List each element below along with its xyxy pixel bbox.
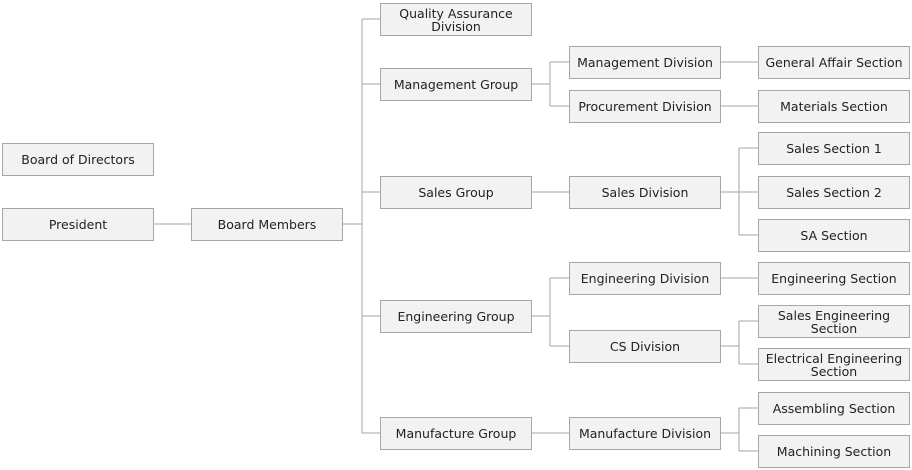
node-sales-section-2: Sales Section 2: [758, 176, 910, 209]
node-electrical-engineering-section: Electrical Engineering Section: [758, 348, 910, 381]
node-label: Management Group: [393, 77, 519, 92]
node-label: Management Division: [577, 55, 713, 70]
node-label: Procurement Division: [578, 99, 712, 114]
node-engineering-group: Engineering Group: [380, 300, 532, 333]
node-manufacture-division: Manufacture Division: [569, 417, 721, 450]
node-engineering-division: Engineering Division: [569, 262, 721, 295]
node-management-division: Management Division: [569, 46, 721, 79]
node-label: Manufacture Group: [395, 426, 517, 441]
node-label: Sales Section 2: [786, 185, 882, 200]
node-cs-division: CS Division: [569, 330, 721, 363]
node-label: Sales Section 1: [786, 141, 882, 156]
node-sales-engineering-section: Sales Engineering Section: [758, 305, 910, 338]
node-engineering-section: Engineering Section: [758, 262, 910, 295]
node-label: General Affair Section: [765, 55, 903, 70]
node-procurement-division: Procurement Division: [569, 90, 721, 123]
node-label: Machining Section: [776, 444, 892, 459]
node-label: Engineering Division: [580, 271, 710, 286]
node-label: Engineering Group: [397, 309, 515, 324]
node-management-group: Management Group: [380, 68, 532, 101]
node-general-affair-section: General Affair Section: [758, 46, 910, 79]
node-board-of-directors: Board of Directors: [2, 143, 154, 176]
node-assembling-section: Assembling Section: [758, 392, 910, 425]
node-sales-group: Sales Group: [380, 176, 532, 209]
node-label: Assembling Section: [772, 401, 896, 416]
node-sa-section: SA Section: [758, 219, 910, 252]
node-label: Materials Section: [780, 99, 888, 114]
node-board-members: Board Members: [191, 208, 343, 241]
node-president: President: [2, 208, 154, 241]
node-label: Board of Directors: [21, 152, 135, 167]
node-label: Sales Division: [601, 185, 689, 200]
node-label: CS Division: [609, 339, 681, 354]
node-machining-section: Machining Section: [758, 435, 910, 468]
node-label: Board Members: [217, 217, 317, 232]
node-label: Sales Engineering Section: [777, 307, 891, 336]
node-sales-section-1: Sales Section 1: [758, 132, 910, 165]
node-label: Sales Group: [418, 185, 494, 200]
node-sales-division: Sales Division: [569, 176, 721, 209]
node-label: Quality Assurance Division: [399, 5, 513, 34]
node-label: SA Section: [800, 228, 868, 243]
node-label: Manufacture Division: [578, 426, 712, 441]
node-label: Engineering Section: [771, 271, 897, 286]
node-manufacture-group: Manufacture Group: [380, 417, 532, 450]
node-quality-assurance-division: Quality Assurance Division: [380, 3, 532, 36]
node-label: Electrical Engineering Section: [765, 350, 903, 379]
node-materials-section: Materials Section: [758, 90, 910, 123]
node-label: President: [48, 217, 108, 232]
